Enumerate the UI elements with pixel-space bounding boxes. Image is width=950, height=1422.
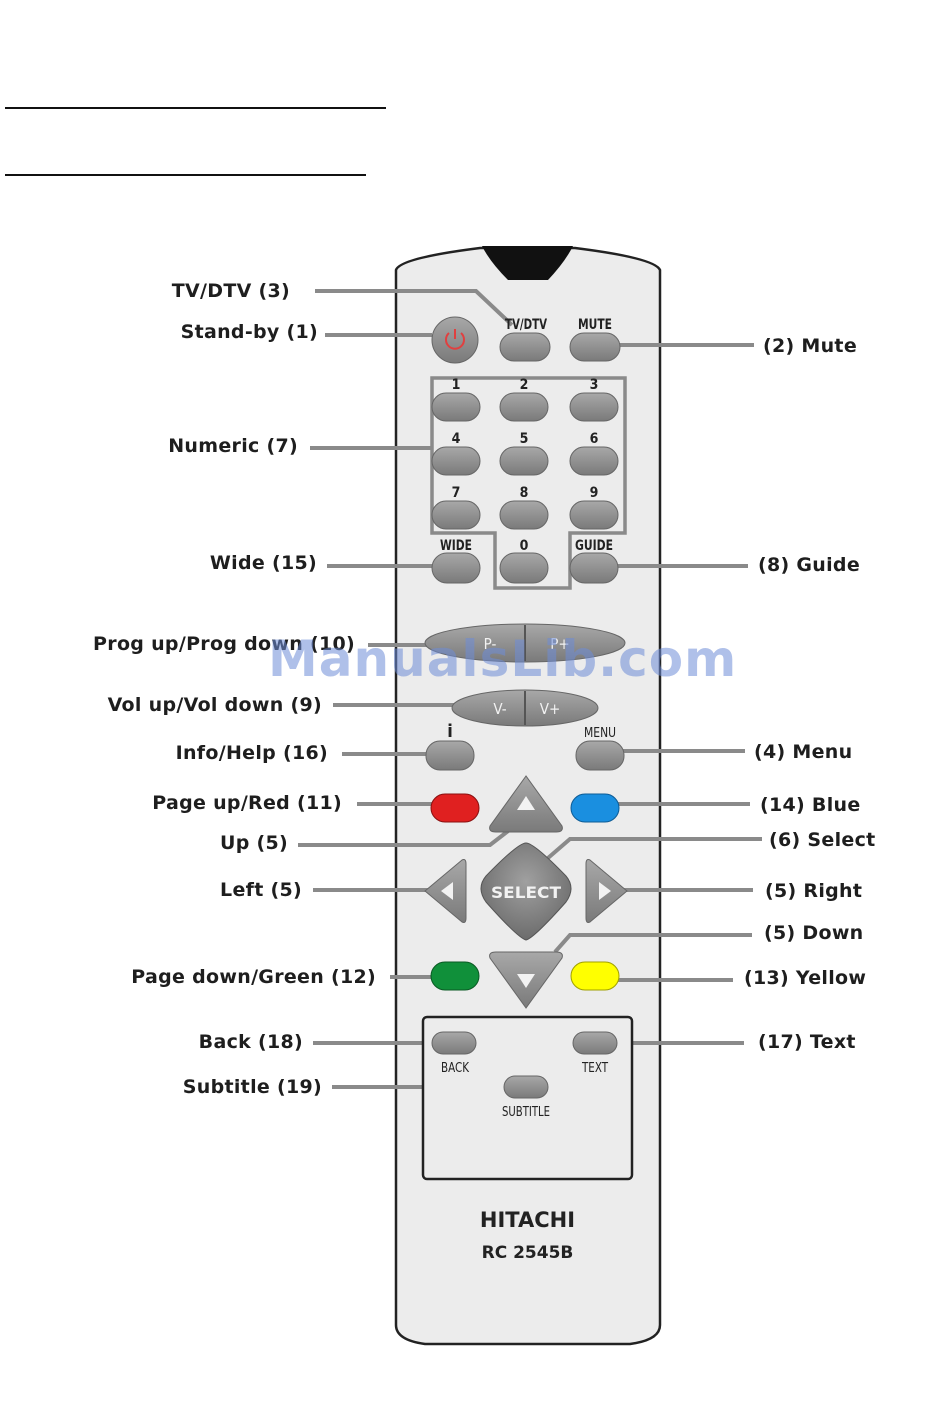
left-button[interactable]: [424, 859, 467, 923]
callout-subtitle: Subtitle (19): [182, 1076, 322, 1098]
right-arrow-icon: [599, 882, 611, 900]
number-button-5[interactable]: [499, 446, 549, 476]
callout-right: (5) Right: [765, 880, 863, 902]
wide-button[interactable]: [431, 552, 481, 584]
number-label-2: 2: [520, 377, 529, 393]
number-button-4[interactable]: [431, 446, 481, 476]
callout-tv-dtv: TV/DTV (3): [171, 280, 290, 302]
number-button-8[interactable]: [499, 500, 549, 530]
number-label-7: 7: [452, 485, 461, 501]
info-button[interactable]: [425, 740, 475, 771]
left-arrow-icon: [441, 882, 453, 900]
number-label-3: 3: [590, 377, 599, 393]
guide-button[interactable]: [569, 552, 619, 584]
number-button-3[interactable]: [569, 392, 619, 422]
callout-blue: (14) Blue: [760, 794, 861, 816]
standby-button[interactable]: [431, 316, 479, 364]
number-button-9[interactable]: [569, 500, 619, 530]
number-button-6[interactable]: [569, 446, 619, 476]
callout-menu: (4) Menu: [754, 741, 853, 763]
header-rule-1: [5, 107, 386, 109]
blue-button[interactable]: [570, 793, 620, 823]
green-button[interactable]: [430, 961, 480, 991]
subtitle-button[interactable]: [503, 1075, 549, 1099]
callout-back: Back (18): [198, 1031, 303, 1053]
down-arrow-icon: [517, 974, 535, 988]
vol-up-label: V+: [540, 700, 561, 718]
callout-info: Info/Help (16): [175, 742, 328, 764]
callout-left: Left (5): [220, 879, 302, 901]
prog-down-label: P-: [484, 635, 497, 653]
menu-label: MENU: [584, 726, 616, 741]
back-button[interactable]: [431, 1031, 477, 1055]
callout-guide: (8) Guide: [758, 554, 861, 576]
prog-up-label: P+: [550, 635, 569, 653]
ir-window: [482, 246, 573, 280]
tv-dtv-label: TV/DTV: [505, 317, 547, 333]
vol-rocker[interactable]: [451, 689, 599, 727]
numeric-buttons: [431, 392, 619, 530]
number-label-1: 1: [452, 377, 461, 393]
tv-dtv-button[interactable]: [499, 332, 551, 362]
power-icon: [445, 332, 465, 350]
red-button[interactable]: [430, 793, 480, 823]
mute-label: MUTE: [578, 317, 612, 333]
callout-numeric: Numeric (7): [168, 435, 298, 457]
number-label-6: 6: [590, 431, 599, 447]
callout-yellow: (13) Yellow: [744, 967, 867, 989]
vol-down-label: V-: [493, 700, 506, 718]
callout-red: Page up/Red (11): [152, 792, 342, 814]
wide-label: WIDE: [440, 538, 472, 554]
subtitle-label: SUBTITLE: [502, 1105, 550, 1120]
back-label: BACK: [441, 1061, 469, 1076]
zero-label: 0: [520, 538, 529, 554]
callout-select: (6) Select: [769, 829, 876, 851]
number-button-2[interactable]: [499, 392, 549, 422]
callout-lines: [298, 289, 762, 1089]
number-label-5: 5: [520, 431, 529, 447]
callout-up: Up (5): [219, 832, 288, 854]
info-label: i: [447, 721, 453, 742]
header-rule-2: [5, 174, 366, 176]
callout-vol: Vol up/Vol down (9): [107, 694, 322, 716]
watermark: ManualsLib.com: [268, 630, 738, 688]
up-button[interactable]: [489, 775, 563, 833]
yellow-button[interactable]: [570, 961, 620, 991]
prog-rocker[interactable]: [424, 623, 626, 663]
callout-down: (5) Down: [764, 922, 864, 944]
zero-button[interactable]: [499, 552, 549, 584]
callout-text: (17) Text: [758, 1031, 856, 1053]
number-button-1[interactable]: [431, 392, 481, 422]
select-label: SELECT: [491, 883, 561, 902]
callout-green: Page down/Green (12): [131, 966, 376, 988]
mute-button[interactable]: [569, 332, 621, 362]
guide-label: GUIDE: [575, 538, 613, 554]
callout-mute: (2) Mute: [763, 335, 858, 357]
number-button-7[interactable]: [431, 500, 481, 530]
down-button[interactable]: [489, 951, 563, 1009]
text-label: TEXT: [581, 1061, 609, 1076]
text-button[interactable]: [572, 1031, 618, 1055]
model-number: RC 2545B: [481, 1243, 574, 1263]
number-label-9: 9: [590, 485, 599, 501]
callout-standby: Stand-by (1): [180, 321, 318, 343]
numeric-outline: [430, 376, 627, 590]
menu-button[interactable]: [575, 740, 625, 771]
right-button[interactable]: [585, 859, 628, 923]
callout-wide: Wide (15): [209, 552, 317, 574]
number-label-4: 4: [452, 431, 461, 447]
number-label-8: 8: [520, 485, 529, 501]
up-arrow-icon: [517, 796, 535, 810]
select-button[interactable]: [480, 842, 572, 941]
callout-prog: Prog up/Prog down (10): [93, 633, 355, 655]
brand-name: HITACHI: [479, 1208, 576, 1232]
